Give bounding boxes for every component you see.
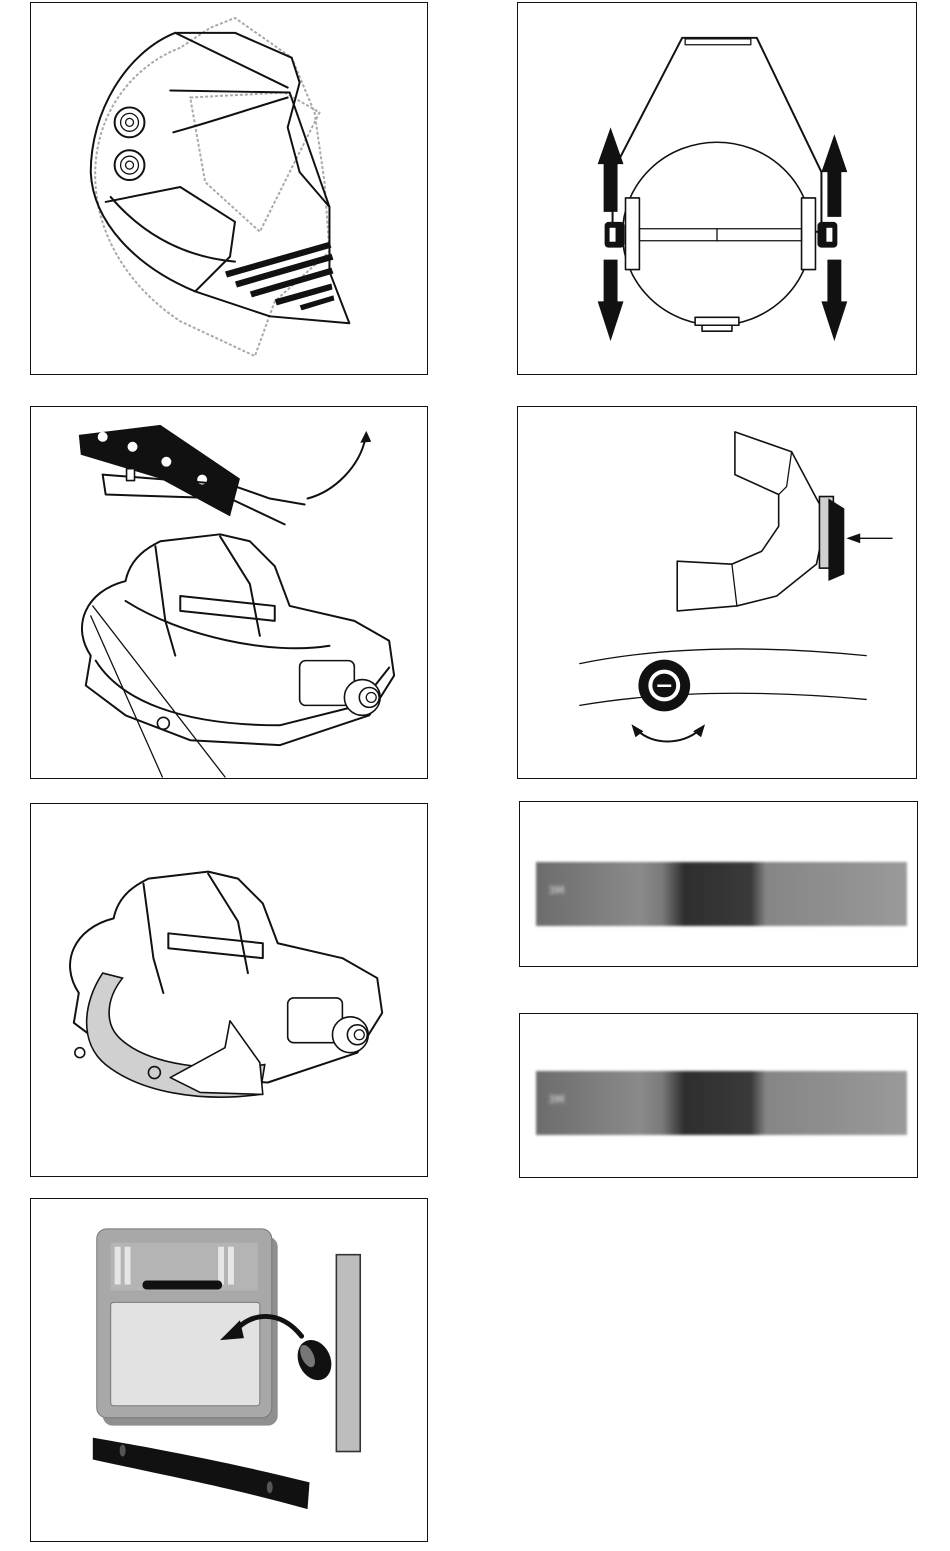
figure-filter-cartridge-replace [30, 1198, 428, 1542]
label-logo: 3M [548, 884, 565, 897]
figure-label-strip-1: 3M [519, 801, 918, 967]
arrow-down-left-icon [598, 260, 624, 342]
figure-headgear-adjust-top-view [517, 2, 917, 375]
rotate-arrow-icon [631, 724, 705, 741]
headgear-top-illustration [518, 3, 916, 374]
sweatband-illustration [31, 804, 427, 1176]
figure-sweatband-replace [30, 803, 428, 1177]
shade-knob-icon [115, 150, 145, 180]
arrow-up-right-icon [821, 134, 847, 217]
figure-ratchet-knob-adjust [517, 406, 917, 779]
figure-label-strip-2: 3M [519, 1013, 918, 1178]
right-knob-icon [817, 222, 837, 248]
helmet-side-illustration [31, 3, 427, 374]
arrow-down-right-icon [821, 260, 847, 342]
push-arrow-icon [846, 533, 892, 543]
filter-cartridge-illustration [31, 1199, 427, 1541]
ratchet-knob-icon [288, 998, 369, 1053]
ratchet-knob-illustration [518, 407, 916, 778]
left-knob-icon [605, 222, 625, 248]
sensor-icon [291, 1334, 337, 1385]
figure-helmet-side-view [30, 2, 428, 375]
arrow-up-left-icon [598, 127, 624, 212]
label-logo: 3M [548, 1093, 565, 1106]
filter-cartridge [97, 1229, 278, 1426]
product-label-strip: 3M [536, 862, 907, 926]
crown-strap-illustration [31, 407, 427, 778]
sensitivity-knob-icon [115, 107, 145, 137]
product-label-strip: 3M [536, 1071, 907, 1135]
figure-crown-strap-adjust [30, 406, 428, 779]
ratchet-knob-icon [300, 661, 381, 716]
knob-top-icon [638, 660, 690, 712]
